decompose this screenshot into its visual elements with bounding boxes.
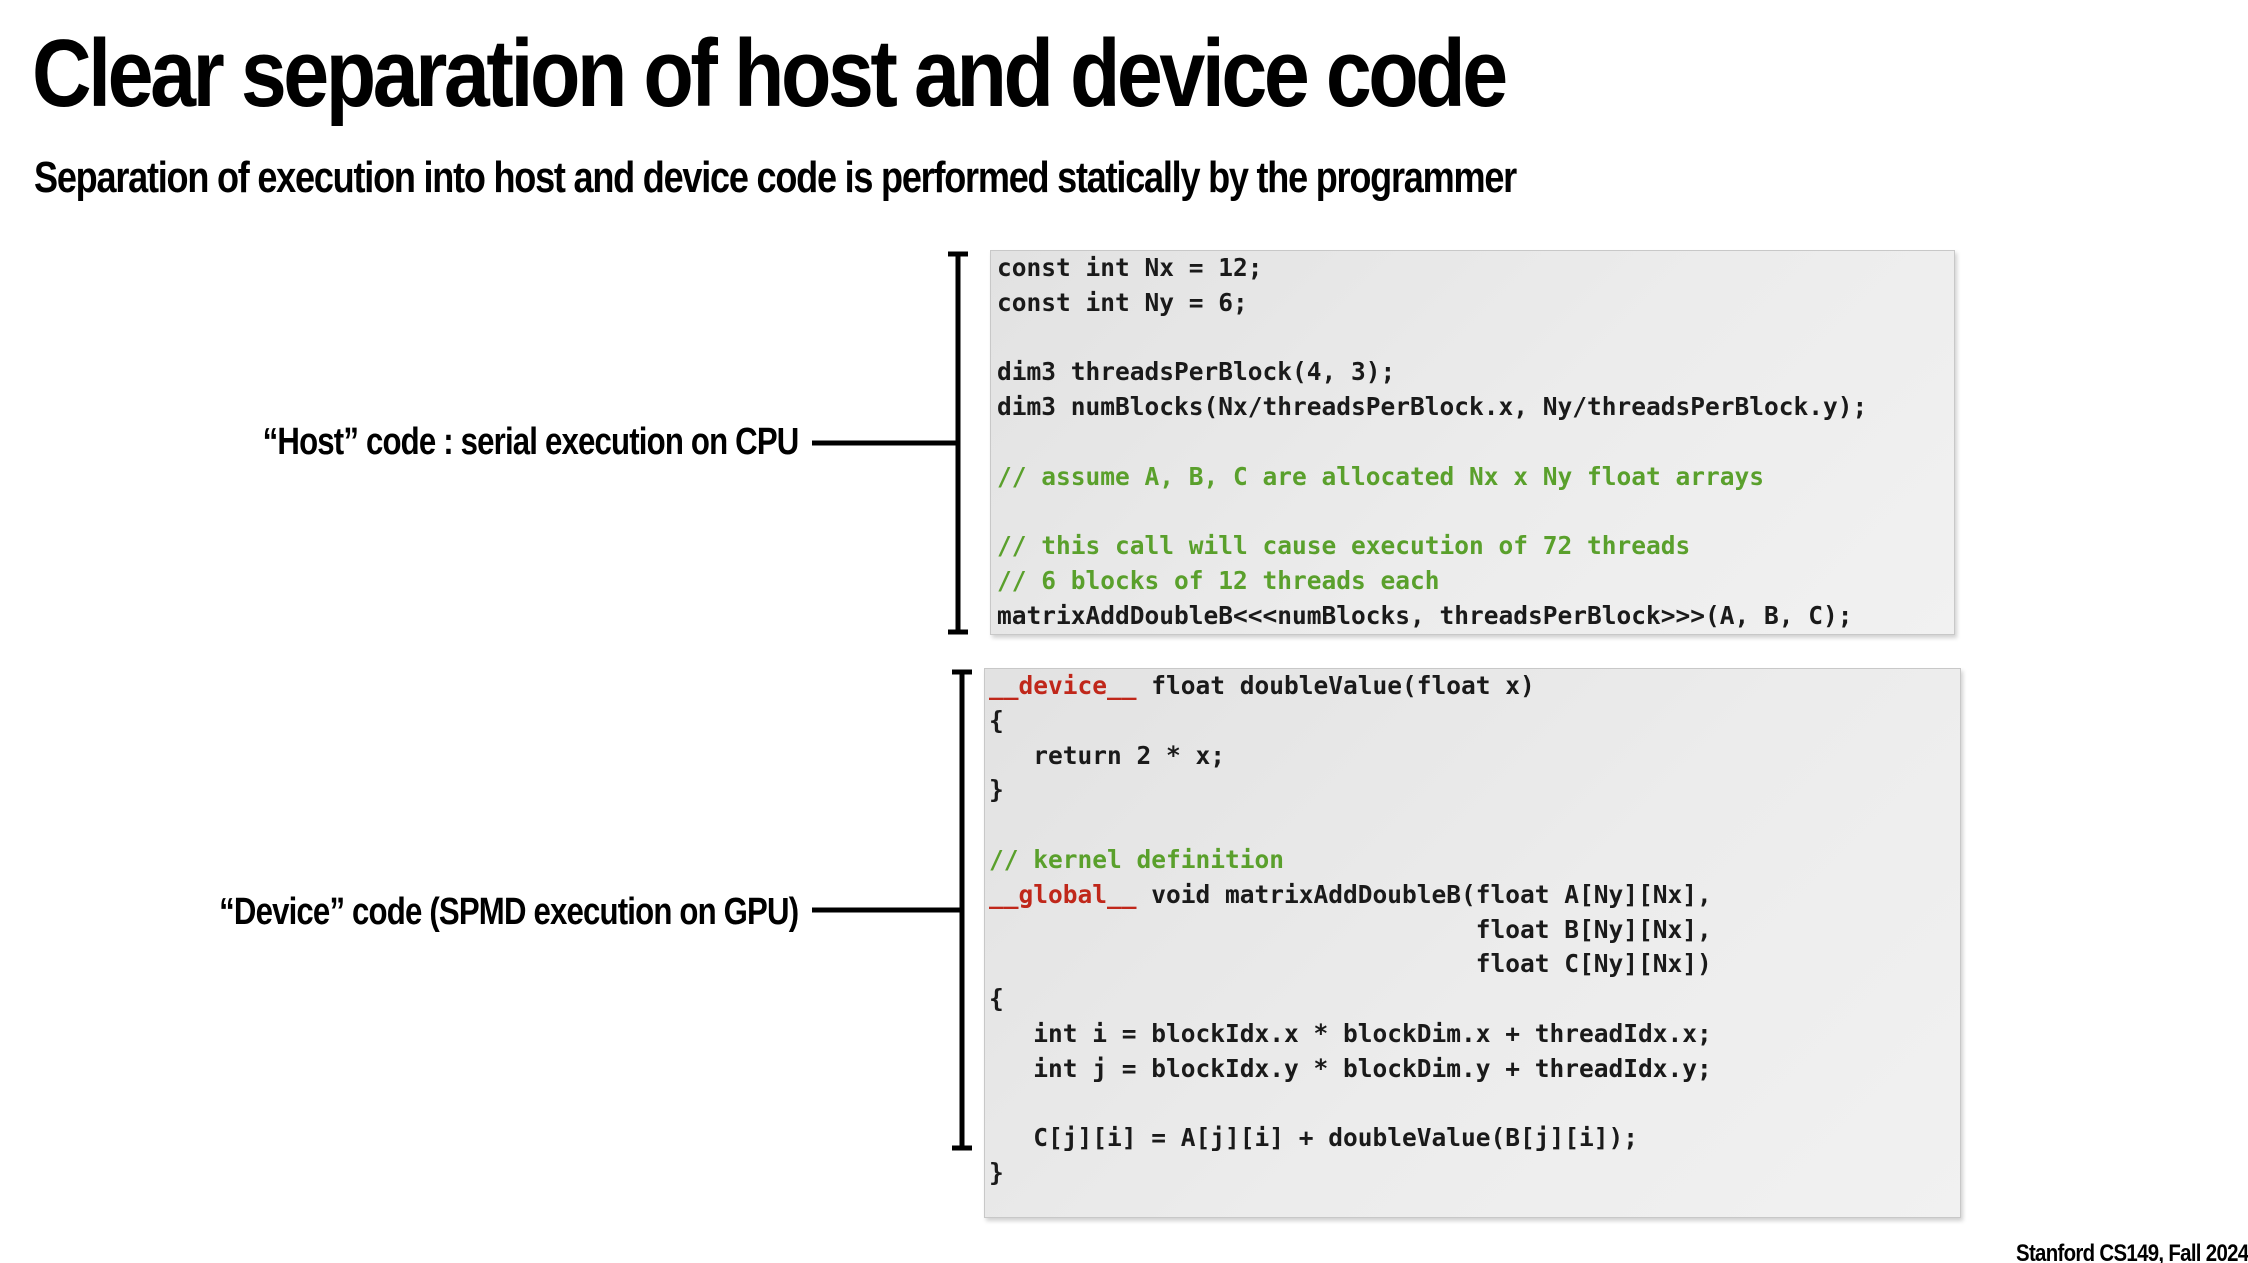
code-line: float C[Ny][Nx]) (989, 949, 1712, 979)
host-code-label: “Host” code : serial execution on CPU (262, 421, 799, 463)
code-line: dim3 numBlocks(Nx/threadsPerBlock.x, Ny/… (997, 392, 1868, 422)
code-comment-line: // assume A, B, C are allocated Nx x Ny … (997, 461, 1765, 491)
code-line: __global__ void matrixAddDoubleB(float A… (989, 878, 1712, 913)
code-line (997, 425, 1867, 460)
code-line: const int Ny = 6; (997, 287, 1248, 317)
host-bracket (812, 251, 968, 635)
code-line: } (989, 775, 1004, 805)
code-line: int j = blockIdx.y * blockDim.y + thread… (989, 1053, 1712, 1083)
host-code-block: const int Nx = 12; const int Ny = 6; dim3 … (990, 250, 1955, 635)
device-code-block: __device__ float doubleValue(float x){ r… (984, 668, 1961, 1218)
code-line (997, 495, 1867, 530)
device-keyword: __device__ (989, 671, 1137, 700)
host-code: const int Nx = 12; const int Ny = 6; dim3 … (997, 251, 1867, 634)
code-text: float doubleValue(float x) (1136, 671, 1535, 700)
code-comment-line: // 6 blocks of 12 threads each (997, 566, 1440, 596)
code-line: { (989, 705, 1004, 735)
device-code-label: “Device” code (SPMD execution on GPU) (218, 891, 799, 933)
code-line: float B[Ny][Nx], (989, 914, 1712, 944)
code-line: const int Nx = 12; (997, 253, 1263, 282)
code-line: int i = blockIdx.x * blockDim.x + thread… (989, 1018, 1712, 1048)
code-line: return 2 * x; (989, 740, 1226, 770)
device-code: __device__ float doubleValue(float x){ r… (989, 669, 1712, 1191)
slide-title: Clear separation of host and device code (32, 20, 1508, 127)
code-line (997, 321, 1867, 356)
code-comment-line: // kernel definition (989, 844, 1285, 874)
code-comment-line: // this call will cause execution of 72 … (997, 531, 1691, 561)
code-line: C[j][i] = A[j][i] + doubleValue(B[j][i])… (989, 1123, 1639, 1153)
code-line: matrixAddDoubleB<<<numBlocks, threadsPer… (997, 600, 1853, 630)
code-line: } (989, 1158, 1004, 1188)
slide-subtitle: Separation of execution into host and de… (34, 153, 1517, 202)
code-line: { (989, 984, 1004, 1014)
course-footer: Stanford CS149, Fall 2024 (2015, 1240, 2248, 1263)
code-line: dim3 threadsPerBlock(4, 3); (997, 357, 1396, 387)
code-line (989, 1087, 1712, 1122)
global-keyword: __global__ (989, 879, 1137, 909)
device-bracket (812, 669, 972, 1151)
code-line: __device__ float doubleValue(float x) (989, 669, 1712, 704)
code-line (989, 808, 1712, 843)
code-text: void matrixAddDoubleB(float A[Ny][Nx], (1136, 879, 1712, 909)
